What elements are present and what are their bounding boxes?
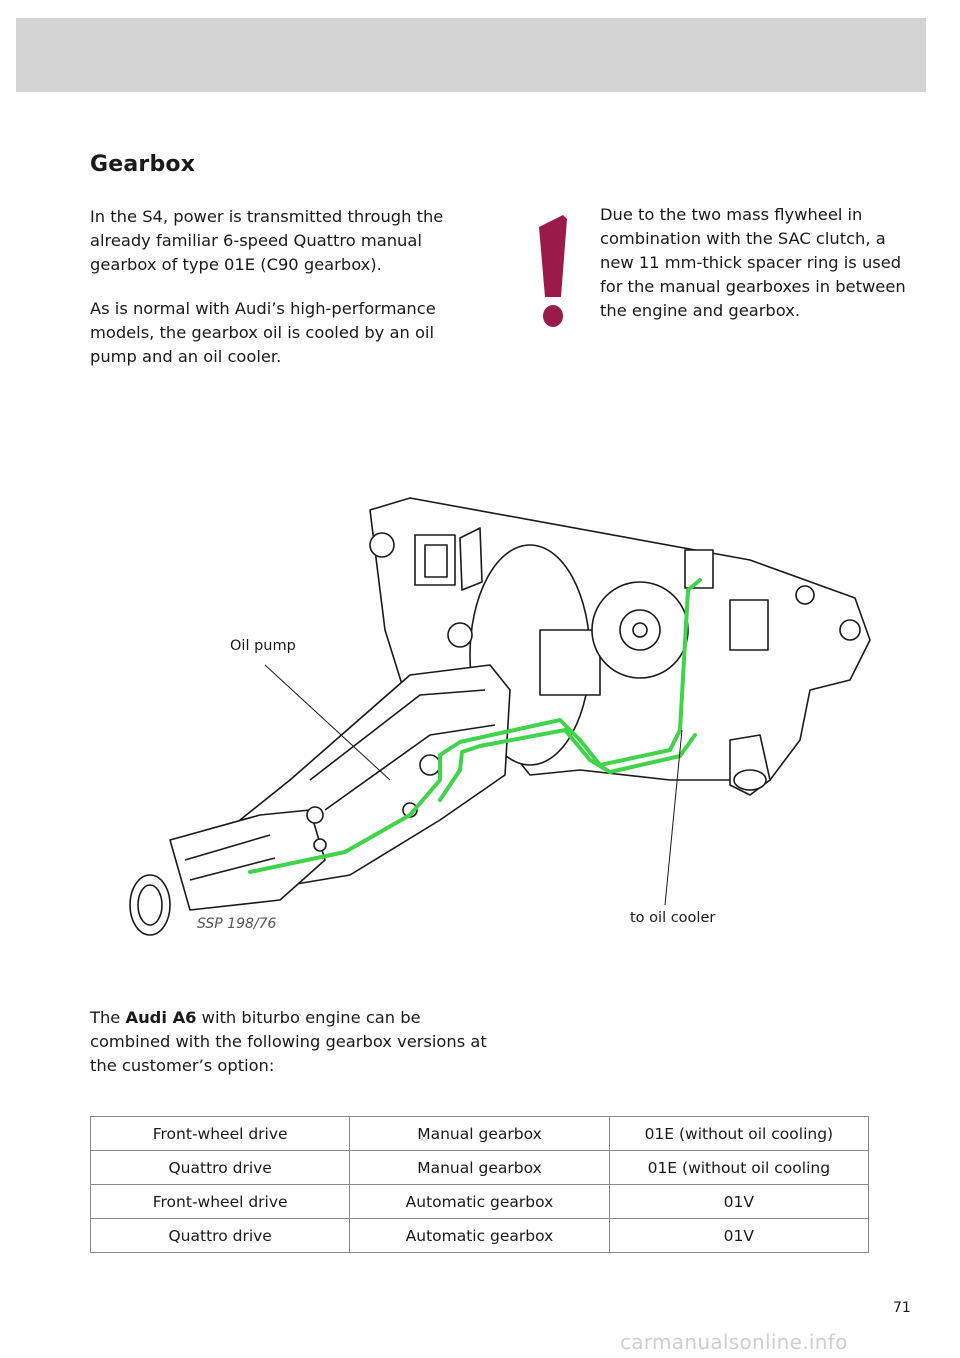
intro-paragraph-2: As is normal with Audi’s high-performanc… [90,299,436,366]
table-cell: Manual gearbox [349,1116,610,1151]
label-oil-pump: Oil pump [230,638,296,654]
page-title: Gearbox [90,152,196,177]
table-cell: Automatic gearbox [349,1184,610,1219]
gearbox-versions-table: Front-wheel drive Manual gearbox 01E (wi… [89,1116,870,1253]
table-cell: Manual gearbox [349,1150,610,1185]
table-row: Front-wheel drive Manual gearbox 01E (wi… [89,1116,870,1151]
intro-paragraph-1: In the S4, power is transmitted through … [90,207,444,274]
table-cell: 01V [608,1218,870,1253]
table-cell: Quattro drive [89,1218,351,1253]
table-row: Quattro drive Automatic gearbox 01V [89,1218,870,1253]
exclamation-icon [539,215,567,327]
table-cell: 01V [608,1184,870,1219]
table-cell: Quattro drive [89,1150,351,1185]
note-text: Due to the two mass flywheel in combinat… [600,205,906,320]
a6-prefix: The [90,1008,126,1027]
header-band [16,18,926,92]
watermark: carmanualsonline.info [620,1330,848,1354]
figure-reference: SSP 198/76 [197,916,277,932]
table-cell: 01E (without oil cooling) [608,1116,870,1151]
a6-model: Audi A6 [125,1008,197,1027]
a6-paragraph: The Audi A6 with biturbo engine can be c… [90,1006,490,1078]
table-cell: Automatic gearbox [349,1218,610,1253]
table-cell: 01E (without oil cooling [608,1150,870,1185]
page-number: 71 [893,1300,911,1316]
a6-suffix: with biturbo engine can be combined with… [90,1008,487,1075]
table-row: Quattro drive Manual gearbox 01E (withou… [89,1150,870,1185]
table-row: Front-wheel drive Automatic gearbox 01V [89,1184,870,1219]
label-to-oil-cooler: to oil cooler [630,910,716,926]
table-cell: Front-wheel drive [89,1116,351,1151]
table-cell: Front-wheel drive [89,1184,351,1219]
gearbox-illustration [129,497,871,936]
